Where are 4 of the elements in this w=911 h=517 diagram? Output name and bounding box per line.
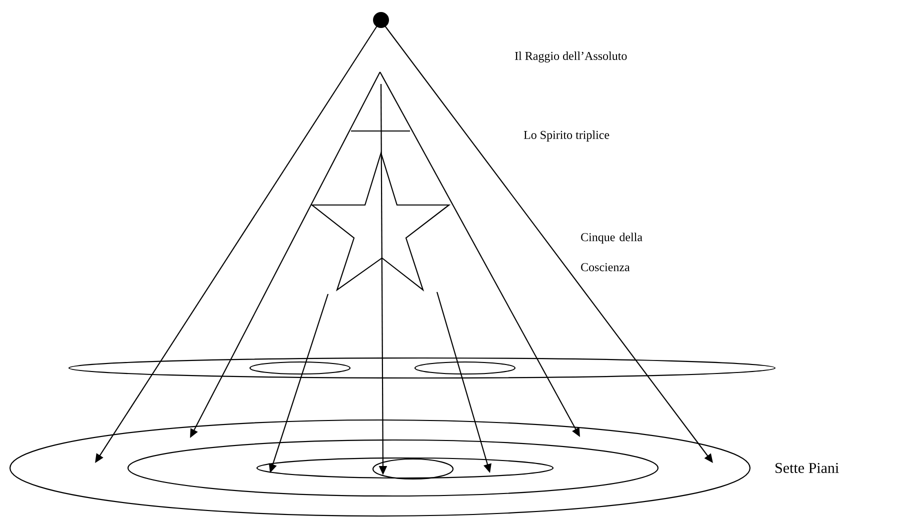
- caption-label: Cinque della Coscienza: [581, 232, 642, 272]
- caption-label: Lo Spirito triplice: [524, 130, 610, 142]
- caption-label: Sette Piani: [776, 462, 839, 474]
- caption-label: Il Raggio dell’Assoluto: [515, 52, 627, 62]
